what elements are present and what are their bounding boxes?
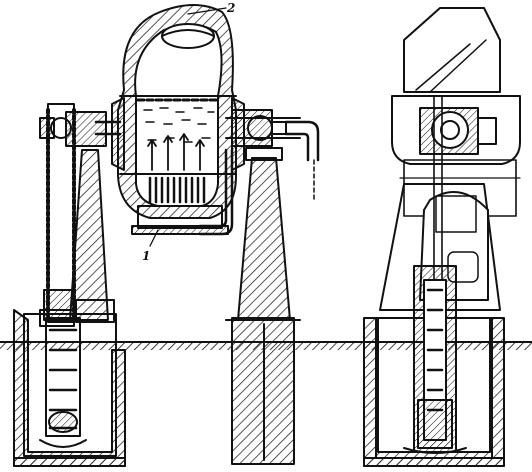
converter-vessel-section — [111, 4, 245, 235]
marker-label-1: 1 — [142, 249, 151, 263]
right-foundation-block — [225, 317, 301, 465]
left-pedestal — [69, 149, 115, 323]
leader-line-2 — [187, 7, 227, 15]
side-view-foundation-pit — [363, 265, 505, 467]
marker-label-2: 2 — [227, 1, 236, 15]
side-view-converter-top — [403, 7, 501, 93]
leader-line-1 — [149, 229, 159, 247]
drive-gear — [39, 103, 107, 327]
right-pedestal — [237, 147, 291, 321]
side-view-converter-body — [391, 95, 521, 217]
left-foundation-pit — [13, 309, 126, 467]
